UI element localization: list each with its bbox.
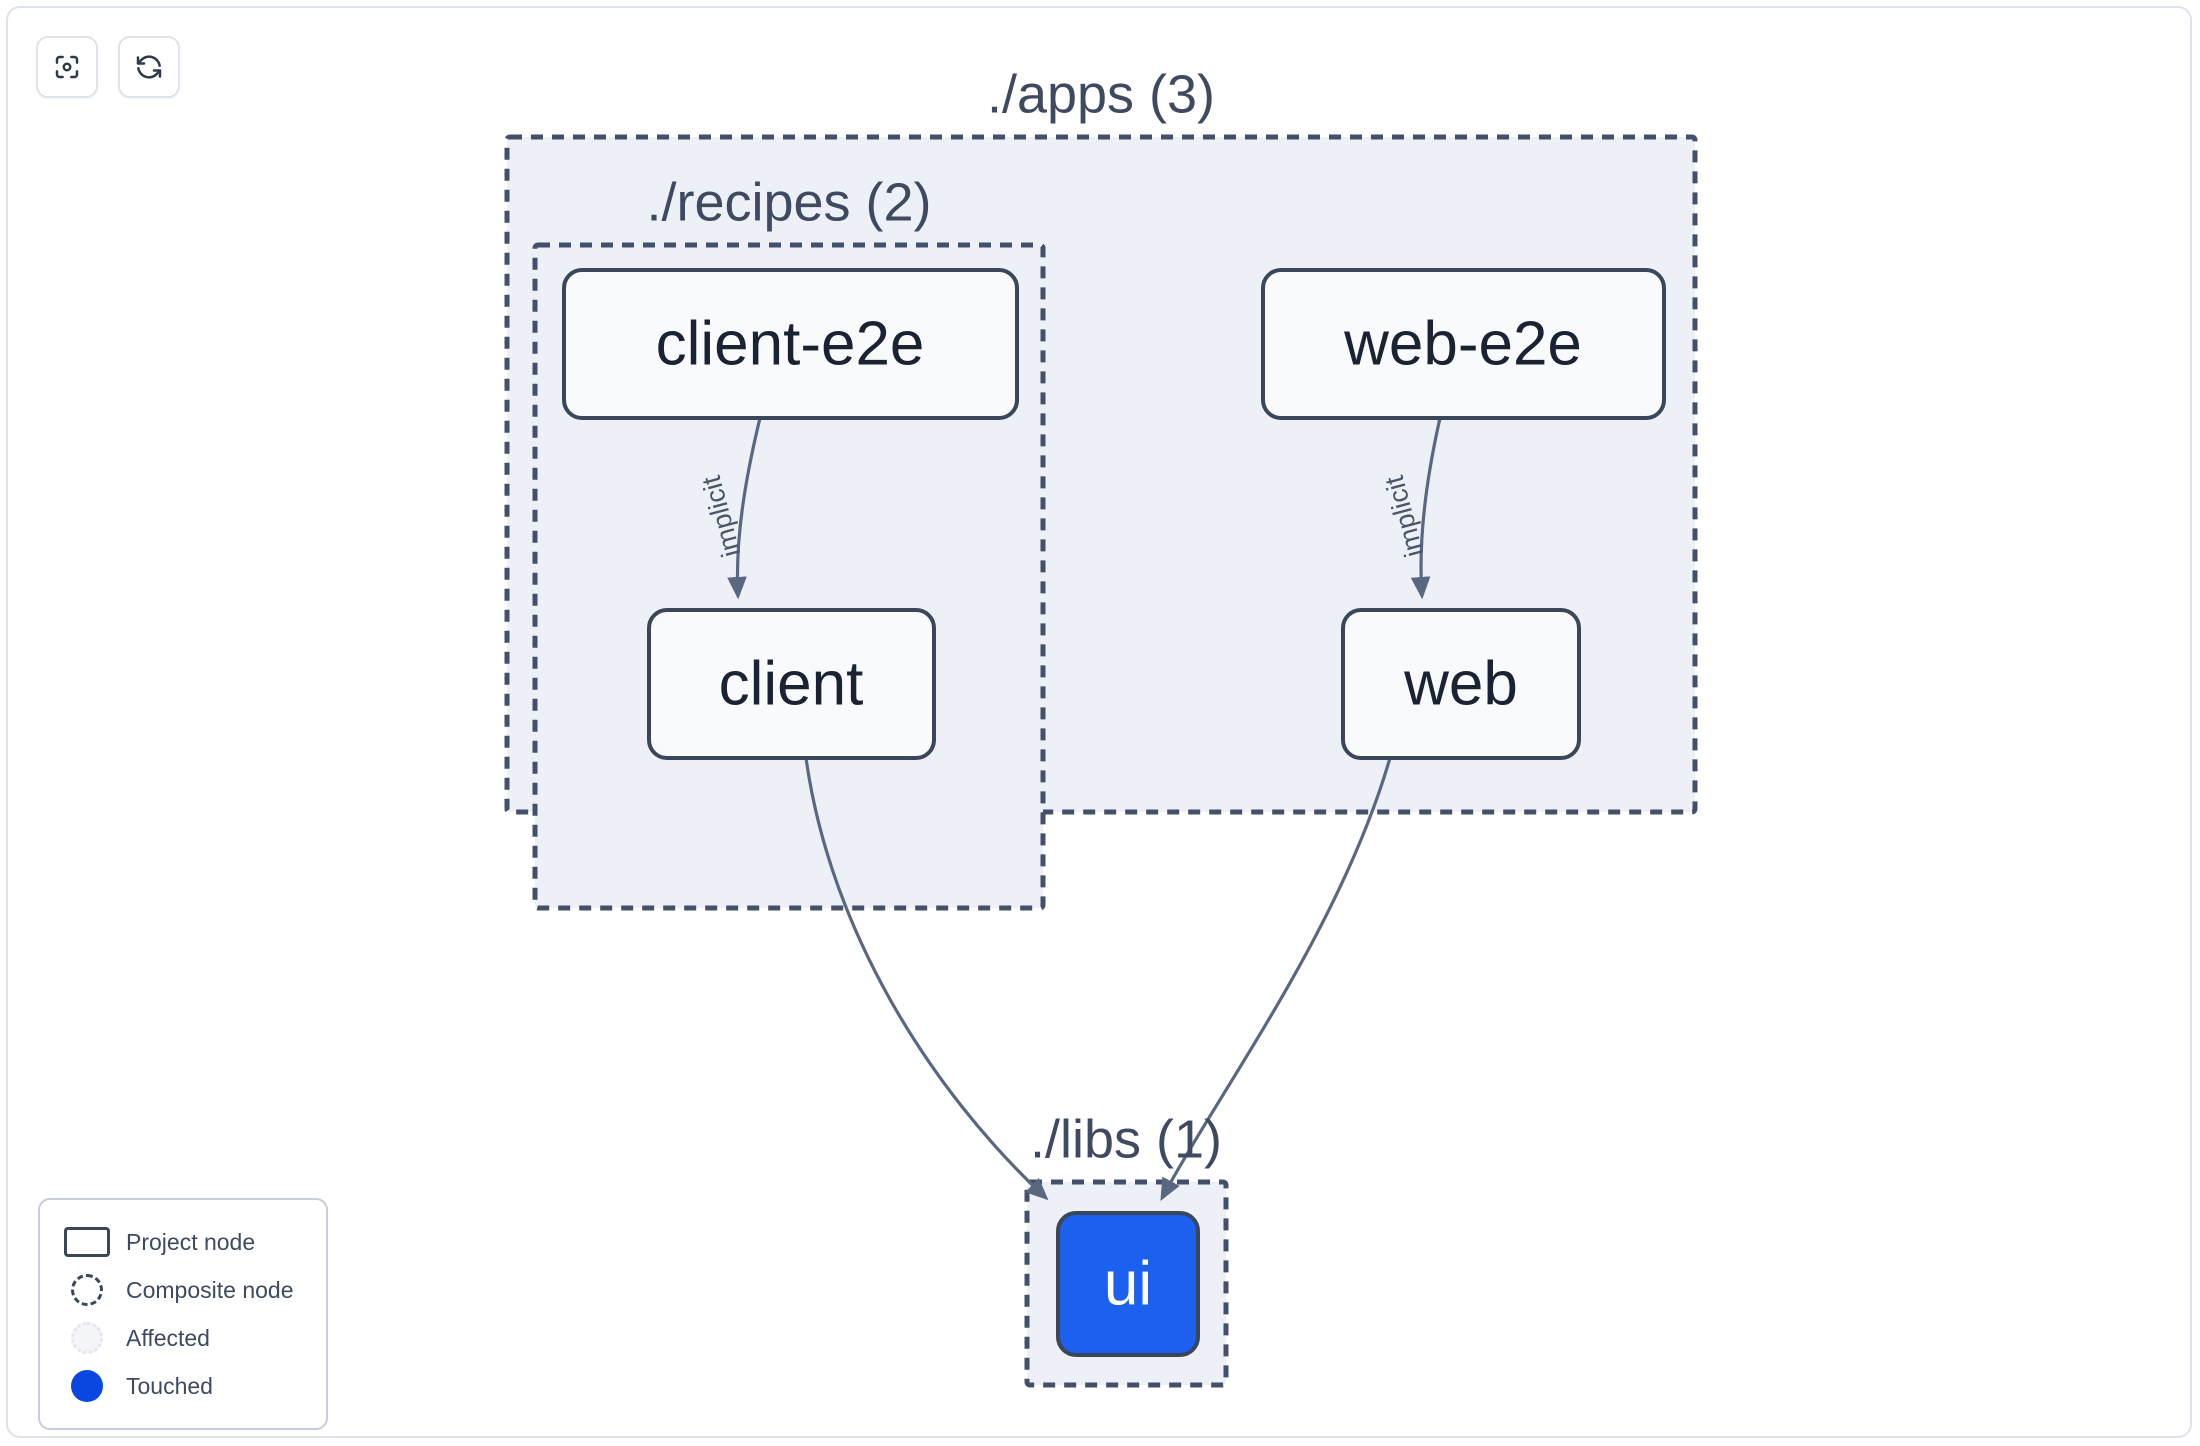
touched-swatch: [62, 1369, 112, 1403]
legend-item-composite-node: Composite node: [62, 1266, 304, 1314]
legend-label: Affected: [126, 1324, 210, 1351]
refresh-graph-button[interactable]: [118, 36, 180, 98]
graph-node-ui[interactable]: ui: [1056, 1211, 1200, 1357]
legend-item-affected: Affected: [62, 1314, 304, 1362]
legend-label: Touched: [126, 1372, 213, 1399]
legend-item-project-node: Project node: [62, 1218, 304, 1266]
graph-node-web-e2e[interactable]: web-e2e: [1261, 268, 1666, 420]
composite-node-swatch: [62, 1273, 112, 1307]
legend-label: Project node: [126, 1228, 256, 1255]
graph-node-web[interactable]: web: [1341, 608, 1581, 760]
graph-legend: Project node Composite node Affected Tou…: [38, 1198, 328, 1430]
graph-node-client-e2e[interactable]: client-e2e: [562, 268, 1019, 420]
refresh-icon: [134, 52, 164, 82]
affected-swatch: [62, 1321, 112, 1355]
project-node-swatch: [62, 1225, 112, 1259]
legend-item-touched: Touched: [62, 1362, 304, 1410]
edge-web-to-ui[interactable]: [1160, 757, 1392, 1201]
legend-label: Composite node: [126, 1276, 294, 1303]
graph-node-client[interactable]: client: [647, 608, 936, 760]
focus-graph-button[interactable]: [36, 36, 98, 98]
focus-target-icon: [52, 52, 82, 82]
graph-toolbar: [36, 36, 180, 98]
edge-client-to-ui[interactable]: [804, 757, 1049, 1201]
